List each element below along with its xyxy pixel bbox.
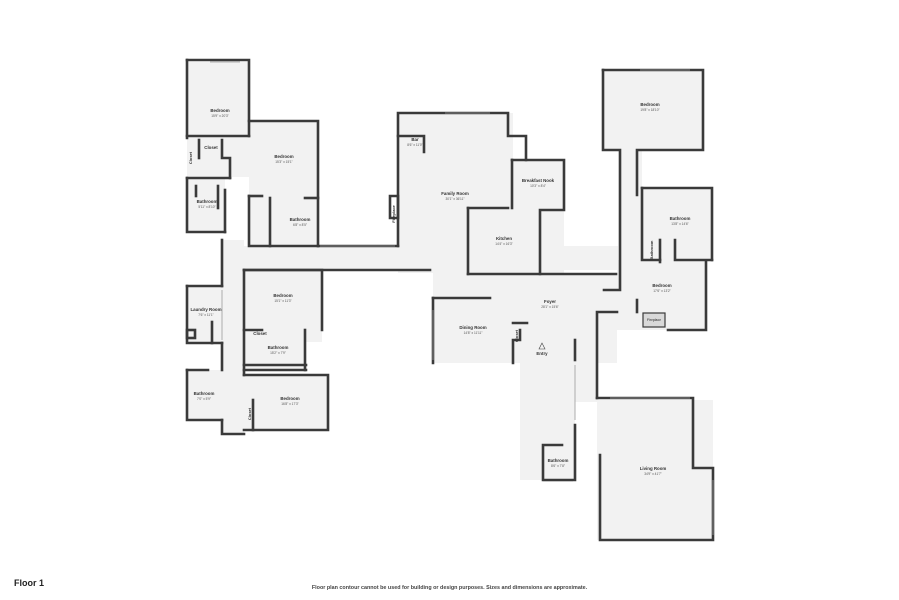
room-name: Bedroom: [273, 293, 292, 298]
room-bathroom-n2: Bathroom 6'8" x 8'5": [290, 217, 311, 227]
room-name: Bedroom: [652, 283, 671, 288]
room-dims: 5'11" x 8'10": [198, 205, 215, 209]
disclaimer-text: Floor plan contour cannot be used for bu…: [311, 585, 588, 591]
room-dims: 19'8" x 18'10": [640, 108, 659, 112]
room-name: Bathroom: [197, 199, 218, 204]
room-name: Bathroom: [548, 458, 569, 463]
room-dining-room: Dining Room 14'8" x 11'11": [459, 325, 486, 335]
walls: [185, 58, 715, 542]
room-dims: 15'3" x 15'1": [275, 160, 292, 164]
room-dims: 10'3" x 8'4": [530, 184, 546, 188]
room-name: Foyer: [544, 299, 556, 304]
floor-label: Floor 1: [14, 578, 45, 588]
room-family-room: Family Room 30'1" x 36'11": [441, 191, 469, 201]
room-dims: 28'1" x 15'6": [541, 305, 558, 309]
room-name: Bedroom: [210, 108, 229, 113]
room-bedroom-n2: Bedroom 15'3" x 15'1": [274, 154, 293, 164]
room-bathroom-w: Bathroom 15'2" x 7'9": [268, 345, 289, 355]
room-name: Dining Room: [459, 325, 486, 330]
room-dims: 6'8" x 8'5": [293, 223, 307, 227]
room-kitchen: Kitchen 14'4" x 16'3": [495, 236, 512, 246]
room-dims: 15'9" x 20'3": [211, 114, 228, 118]
room-name: Bedroom: [280, 396, 299, 401]
room-dims: 7'6" x 11'1": [198, 313, 213, 317]
room-name: Family Room: [441, 191, 469, 196]
room-name-fireplace-bedroom: Fireplace: [647, 318, 661, 322]
room-name: Bathroom: [268, 345, 289, 350]
room-name-closet-nw: Closet: [204, 145, 218, 150]
room-name: Bedroom: [640, 102, 659, 107]
windows: [210, 61, 714, 535]
room-name: Bedroom: [274, 154, 293, 159]
room-dims: 34'9" x 41'7": [644, 472, 661, 476]
room-dims: 8'6" x 11'0": [407, 143, 422, 147]
room-name-closet-nw-vertical: Closet: [188, 151, 193, 164]
room-bedroom-sw: Bedroom 16'8" x 17'3": [280, 396, 299, 406]
room-laundry-room: Laundry Room 7'6" x 11'1": [191, 307, 222, 317]
room-name: Bathroom: [670, 216, 691, 221]
room-bedroom-e: Bedroom 17'6" x 13'2": [652, 283, 671, 293]
room-dims: 15'1" x 11'3": [274, 299, 291, 303]
room-dims: 7'0" x 5'9": [197, 397, 211, 401]
room-name: Bathroom: [290, 217, 311, 222]
room-name-fireplace-family: Fireplace: [391, 204, 396, 222]
room-name: Bathroom: [194, 391, 215, 396]
room-living-room: Living Room 34'9" x 41'7": [640, 466, 667, 476]
room-name: Breakfast Nook: [522, 178, 555, 183]
room-breakfast-nook: Breakfast Nook 10'3" x 8'4": [522, 178, 555, 188]
room-dims: 16'8" x 17'3": [281, 402, 298, 406]
room-dims: 8'6" x 7'8": [551, 464, 565, 468]
room-bedroom-ne: Bedroom 19'8" x 18'10": [640, 102, 659, 112]
room-bathroom-sw: Bathroom 7'0" x 5'9": [194, 391, 215, 401]
room-name: Bar: [411, 137, 419, 142]
room-bar: Bar 8'6" x 11'0": [407, 137, 422, 147]
entry-arrow-icon: [538, 342, 546, 350]
room-name-closet-entry: Closet: [514, 329, 519, 342]
room-bathroom-nw: Bathroom 5'11" x 8'10": [197, 199, 218, 209]
room-name: Laundry Room: [191, 307, 222, 312]
room-dims: 15'2" x 7'9": [270, 351, 286, 355]
room-foyer: Foyer 28'1" x 15'6": [541, 299, 558, 309]
room-name-entry: Entry: [536, 351, 548, 356]
room-name-bathroom-ne-small: Bathroom: [649, 240, 654, 259]
floor-fill: [187, 62, 713, 540]
room-bathroom-s: Bathroom 8'6" x 7'8": [548, 458, 569, 468]
room-bedroom-w: Bedroom 15'1" x 11'3": [273, 293, 292, 303]
room-name: Kitchen: [496, 236, 512, 241]
room-bedroom-nw: Bedroom 15'9" x 20'3": [210, 108, 229, 118]
room-dims: 14'4" x 16'3": [495, 242, 512, 246]
room-dims: 30'1" x 36'11": [445, 197, 464, 201]
room-dims: 13'8" x 14'6": [671, 222, 688, 226]
room-name: Living Room: [640, 466, 667, 471]
room-dims: 14'8" x 11'11": [464, 331, 483, 335]
room-bathroom-ne: Bathroom 13'8" x 14'6": [670, 216, 691, 226]
entry-marker: Entry: [536, 342, 548, 356]
room-dims: 17'6" x 13'2": [653, 289, 670, 293]
room-name-closet-w: Closet: [253, 331, 267, 336]
room-name-closet-sw: Closet: [247, 407, 252, 420]
